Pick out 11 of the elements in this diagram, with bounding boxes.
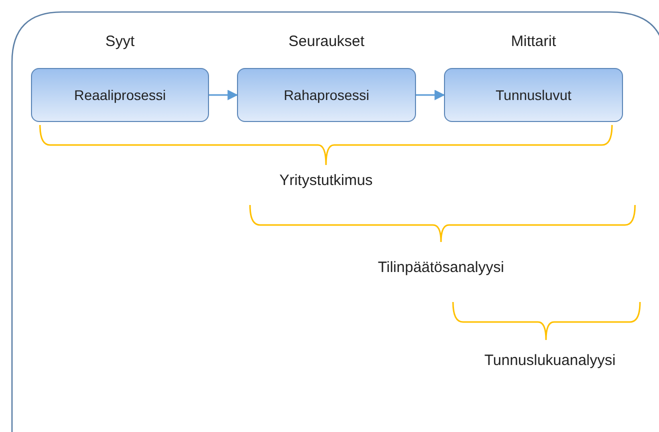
column-heading: Mittarit bbox=[510, 33, 557, 50]
box-text: Rahaprosessi bbox=[284, 87, 370, 103]
box-text: Tunnusluvut bbox=[496, 87, 572, 103]
arrow bbox=[209, 90, 238, 100]
box-text: Reaaliprosessi bbox=[74, 87, 166, 103]
column-heading: Seuraukset bbox=[288, 33, 366, 50]
bracket-label: Yritystutkimus bbox=[279, 172, 373, 189]
arrow bbox=[416, 90, 446, 100]
bracket-label: Tunnuslukuanalyysi bbox=[484, 352, 616, 369]
bracket-label: Tilinpäätösanalyysi bbox=[378, 259, 504, 276]
column-heading: Syyt bbox=[104, 33, 136, 50]
